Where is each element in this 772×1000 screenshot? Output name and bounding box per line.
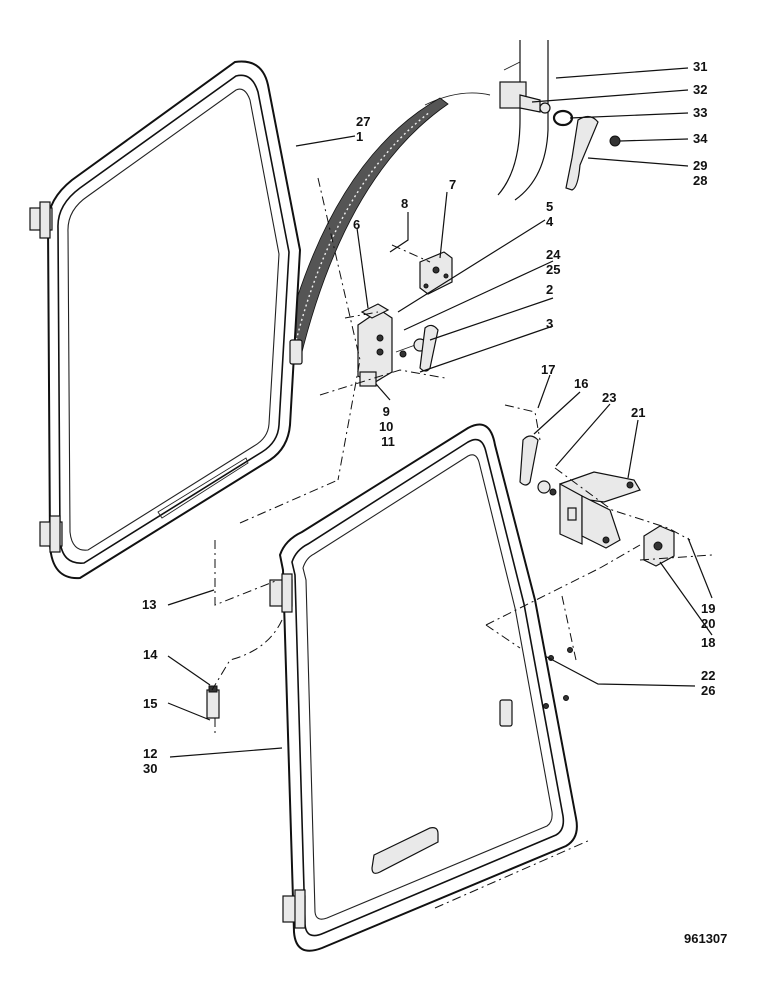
callout-12-30: 12 30 [143, 746, 161, 776]
callout-5-4: 5 4 [546, 199, 557, 229]
leader-lines [167, 67, 713, 758]
callout-16: 16 [574, 376, 588, 391]
callout-18: 18 [701, 635, 715, 650]
lower-door-hinges [269, 573, 306, 929]
hinge-leaf-part-15 [206, 685, 220, 719]
callout-9-10-11: 9 10 11 [379, 404, 397, 449]
callout-8: 8 [401, 196, 408, 211]
callout-15: 15 [143, 696, 157, 711]
cab-door-pillar [424, 40, 549, 201]
callout-2: 2 [546, 282, 553, 297]
upper-door-handle [289, 339, 303, 365]
callout-7: 7 [449, 177, 456, 192]
callout-6: 6 [353, 217, 360, 232]
callout-27-1: 27 1 [356, 114, 374, 144]
upper-door-hinge-top [29, 201, 53, 239]
lock-body-assembly [357, 303, 439, 387]
lower-lock-assembly [519, 435, 675, 567]
door-seal-strip [281, 97, 449, 361]
outer-handle-assembly [499, 61, 621, 191]
callout-13: 13 [142, 597, 156, 612]
callout-33: 33 [693, 105, 707, 120]
callout-3: 3 [546, 316, 553, 331]
lower-door-holes [543, 647, 573, 709]
assembly-center-lines [211, 177, 713, 909]
upper-door-frame [46, 60, 302, 580]
callout-32: 32 [693, 82, 707, 97]
callout-24-25: 24 25 [546, 247, 564, 277]
callout-22-26: 22 26 [701, 668, 719, 698]
callout-labels: 31 32 33 34 29 28 27 1 7 8 5 4 6 24 25 2… [142, 59, 719, 776]
callout-29-28: 29 28 [693, 158, 711, 188]
callout-31: 31 [693, 59, 707, 74]
upper-door-hinge-bottom [39, 515, 63, 553]
callout-17: 17 [541, 362, 555, 377]
callout-23: 23 [602, 390, 616, 405]
callout-21: 21 [631, 405, 645, 420]
callout-19-20: 19 20 [701, 601, 719, 631]
callout-14: 14 [143, 647, 158, 662]
callout-34: 34 [693, 131, 708, 146]
lower-door-frame [278, 423, 578, 952]
drawing-number: 961307 [684, 931, 727, 946]
